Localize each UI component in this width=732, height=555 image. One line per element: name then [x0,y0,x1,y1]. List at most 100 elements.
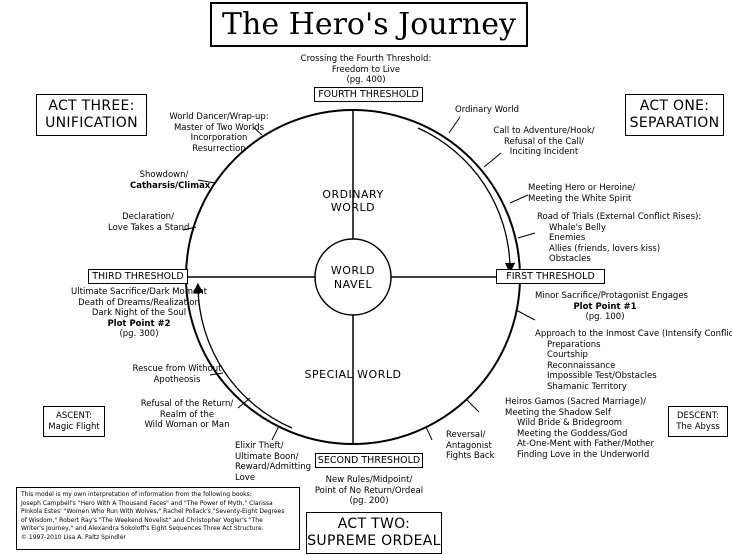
act-one-label: ACT ONE: [639,98,710,114]
descent-label: DESCENT: [676,411,720,421]
first-threshold-box: FIRST THRESHOLD [496,269,605,284]
meeting-hero-line-2: Meeting the White Spirit [528,193,632,204]
elixir-line-2: Ultimate Boon/ [235,451,299,462]
world-navel-line-2: NAVEL [333,278,373,291]
refusal-return-line-2: Realm of the [159,409,215,420]
refusal-return-line-1: Refusal of the Return/ [140,399,234,409]
footnote-line: This model is my own interpretation of i… [21,491,252,498]
world-dancer-line-2: Master of Two Worlds [173,122,265,133]
refusal-return-text: Refusal of the Return/ Realm of the Wild… [133,399,241,431]
world-dancer-line-3: Incorporation [190,133,248,143]
road-of-trials-text: Road of Trials (External Conflict Rises)… [537,212,701,265]
descent-box: DESCENT: The Abyss [668,406,728,437]
footnote-box: This model is my own interpretation of i… [16,487,300,550]
ascent-box: ASCENT: Magic Flight [43,406,105,437]
inner-arrow-right [417,127,516,274]
new-rules-page: (pg. 200) [349,496,389,506]
inmost-item: Shamanic Territory [547,381,627,392]
second-threshold-box: SECOND THRESHOLD [315,453,423,468]
act-two-box: ACT TWO: SUPREME ORDEAL [306,512,442,554]
minor-sacrifice-text: Minor Sacrifice/Protagonist Engages Plot… [535,291,688,323]
road-item: Obstacles [549,254,591,264]
ordinary-world-stage: Ordinary World [455,105,519,115]
declaration-line-2: Love Takes a Stand [108,222,190,233]
rescue-text: Rescue from Without Apotheosis [128,364,226,385]
new-rules-line-2: Point of No Return/Ordeal [314,485,424,496]
act-two-label: ACT TWO: [337,516,411,532]
footnote-line: Pinkola Estes' "Women Who Run With Wolve… [21,508,285,516]
footnote-line: Joseph Campbell's "Hero With A Thousand … [21,499,273,507]
world-dancer-line-1: World Dancer/Wrap-up: [169,112,269,122]
world-navel-label: WORLD NAVEL [323,264,383,292]
first-threshold-label: FIRST THRESHOLD [506,271,595,282]
catharsis-climax: Catharsis/Climax [130,180,211,191]
call-line-1: Call to Adventure/Hook/ [493,126,595,136]
minor-sacrifice-page: (pg. 100) [585,312,625,322]
reversal-line-1: Reversal/ [446,430,486,440]
minor-sacrifice-line-1: Minor Sacrifice/Protagonist Engages [535,291,688,301]
hieros-gamos-line-1: Heiros Gamos (Sacred Marriage)/ [505,397,647,407]
plot-point-1: Plot Point #1 [573,301,637,312]
plot-point-2: Plot Point #2 [107,318,171,329]
fourth-crossing-line-1: Crossing the Fourth Threshold: [300,54,432,64]
third-threshold-box: THIRD THRESHOLD [88,269,188,284]
fourth-threshold-label: FOURTH THRESHOLD [318,89,419,100]
second-threshold-label: SECOND THRESHOLD [317,455,421,466]
ultimate-sacrifice-line-1: Ultimate Sacrifice/Dark Moment [71,287,207,297]
fourth-crossing-text: Crossing the Fourth Threshold: Freedom t… [296,54,436,86]
ultimate-sacrifice-page: (pg. 300) [119,329,159,339]
ascent-subtitle: Magic Flight [48,421,100,432]
copyright: © 1997-2010 Lisa A. Paltz Spindler [21,533,126,541]
inmost-item: Preparations [547,339,601,350]
elixir-line-4: Love [235,472,256,483]
ordinary-world-label: ORDINARY WORLD [322,188,384,214]
showdown-line-1: Showdown/ [139,170,189,180]
hieros-item: Wild Bride & Bridegroom [517,418,623,428]
title-box: The Hero's Journey [210,2,528,47]
world-dancer-line-4: Resurrection [192,143,246,154]
call-line-3: Inciting Incident [509,147,579,157]
inmost-item: Impossible Test/Obstacles [547,371,657,381]
fourth-crossing-line-3: (pg. 400) [346,75,386,85]
act-three-label: ACT THREE: [48,98,135,114]
world-navel-line-1: WORLD [330,264,376,277]
inner-arrow-left [192,282,293,429]
ultimate-sacrifice-line-3: Dark Night of the Soul [91,308,187,318]
new-rules-line-1: New Rules/Midpoint/ [325,475,413,485]
new-rules-text: New Rules/Midpoint/ Point of No Return/O… [303,475,435,507]
call-line-2: Refusal of the Call/ [503,136,585,147]
road-of-trials-heading: Road of Trials (External Conflict Rises)… [537,212,702,222]
act-one-box: ACT ONE: SEPARATION [625,94,724,136]
footnote-line: Writer's Journey," and Alexandra Sokolof… [21,525,264,533]
act-two-subtitle: SUPREME ORDEAL [307,533,441,549]
fourth-threshold-box: FOURTH THRESHOLD [314,87,423,102]
rescue-line-1: Rescue from Without [132,364,222,374]
world-dancer-text: World Dancer/Wrap-up: Master of Two Worl… [165,112,273,154]
inmost-cave-text: Approach to the Inmost Cave (Intensify C… [535,329,732,392]
third-threshold-label: THIRD THRESHOLD [92,271,184,282]
showdown-text: Showdown/ Catharsis/Climax [130,170,211,191]
reversal-text: Reversal/ Antagonist Fights Back [446,430,495,462]
footnote-line: of Wisdom," Robert Ray's "The Weekend No… [21,516,263,524]
descent-subtitle: The Abyss [676,421,720,432]
hieros-item: Finding Love in the Underworld [517,449,650,460]
page-title: The Hero's Journey [222,7,516,42]
meeting-hero-text: Meeting Hero or Heroine/ Meeting the Whi… [528,183,635,204]
hieros-gamos-text: Heiros Gamos (Sacred Marriage)/ Meeting … [505,397,654,460]
hieros-item: Meeting the Goddess/God [517,428,628,439]
inmost-item: Courtship [547,350,588,360]
road-item: Whale's Belly [549,222,606,233]
declaration-text: Declaration/ Love Takes a Stand [108,212,190,233]
act-three-box: ACT THREE: UNIFICATION [36,94,147,136]
declaration-line-1: Declaration/ [122,212,174,222]
act-three-subtitle: UNIFICATION [45,115,138,131]
world-navel-circle [314,238,392,316]
act-one-subtitle: SEPARATION [629,115,720,131]
reversal-line-3: Fights Back [446,451,495,461]
ultimate-sacrifice-text: Ultimate Sacrifice/Dark Moment Death of … [70,287,208,340]
inmost-item: Reconnaissance [547,360,616,371]
inmost-cave-heading: Approach to the Inmost Cave (Intensify C… [535,329,732,339]
reversal-line-2: Antagonist [446,440,492,451]
ultimate-sacrifice-line-2: Death of Dreams/Realization [78,297,200,308]
ascent-label: ASCENT: [56,411,92,421]
